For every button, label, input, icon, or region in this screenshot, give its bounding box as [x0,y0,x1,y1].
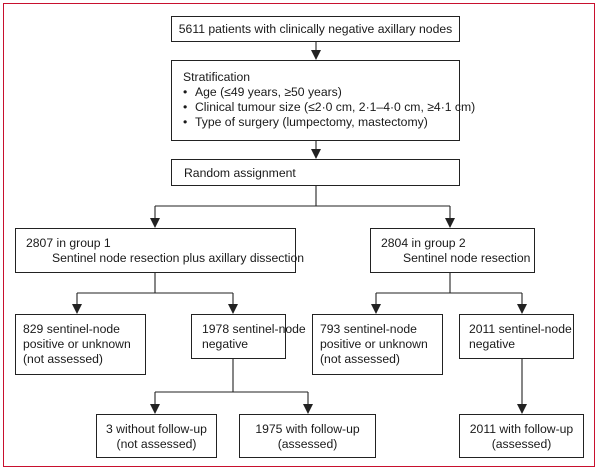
stratification-title: Stratification [183,70,251,84]
random-assignment-label: Random assignment [184,166,296,180]
group1-no-followup-line2: (not assessed) [116,437,197,451]
group1-negative-box: 1978 sentinel-node negative [191,314,306,359]
group2-positive-line2: positive or unknown [320,337,428,351]
group2-arm: Sentinel node resection [403,251,531,265]
group1-no-followup-line1: 3 without follow-up [106,422,207,436]
total-patients-label: 5611 patients with clinically negative a… [178,22,453,36]
group1-arm: Sentinel node resection plus axillary di… [52,251,305,265]
stratification-box: Stratification Age (≤49 years, ≥50 years… [171,60,475,141]
group2-negative-box: 2011 sentinel-node negative [459,314,574,359]
group1-followup-line2: (assessed) [277,437,338,451]
figure-frame [3,3,595,467]
group1-no-followup-box: 3 without follow-up (not assessed) [96,414,217,458]
group2-box: 2804 in group 2 Sentinel node resection [370,228,535,273]
group2-positive-line1: 793 sentinel-node [320,322,417,336]
random-assignment-box: Random assignment [171,159,460,186]
group2-negative-line2: negative [469,337,516,351]
group2-positive-line3: (not assessed) [320,352,400,366]
group1-count: 2807 in group 1 [26,236,111,250]
group1-followup-line1: 1975 with follow-up [255,422,360,436]
group1-positive-line1: 829 sentinel-node [23,322,120,336]
group1-negative-line1: 1978 sentinel-node [202,322,306,336]
group1-positive-line3: (not assessed) [23,352,103,366]
group2-positive-box: 793 sentinel-node positive or unknown (n… [312,314,443,375]
group1-positive-box: 829 sentinel-node positive or unknown (n… [15,314,146,375]
stratification-item-age: Age (≤49 years, ≥50 years) [183,85,459,100]
group1-box: 2807 in group 1 Sentinel node resection … [15,228,305,273]
total-patients-box: 5611 patients with clinically negative a… [171,16,460,42]
group1-negative-line2: negative [202,337,249,351]
group2-negative-line1: 2011 sentinel-node [469,322,572,336]
group2-followup-line1: 2011 with follow-up [469,422,574,436]
group2-followup-line2: (assessed) [491,437,552,451]
stratification-item-tumour-size: Clinical tumour size (≤2·0 cm, 2·1–4·0 c… [183,100,475,115]
group2-followup-box: 2011 with follow-up (assessed) [459,414,584,458]
group1-positive-line2: positive or unknown [23,337,131,351]
group2-count: 2804 in group 2 [381,236,466,250]
group1-followup-box: 1975 with follow-up (assessed) [239,414,376,458]
stratification-item-surgery: Type of surgery (lumpectomy, mastectomy) [183,115,459,130]
